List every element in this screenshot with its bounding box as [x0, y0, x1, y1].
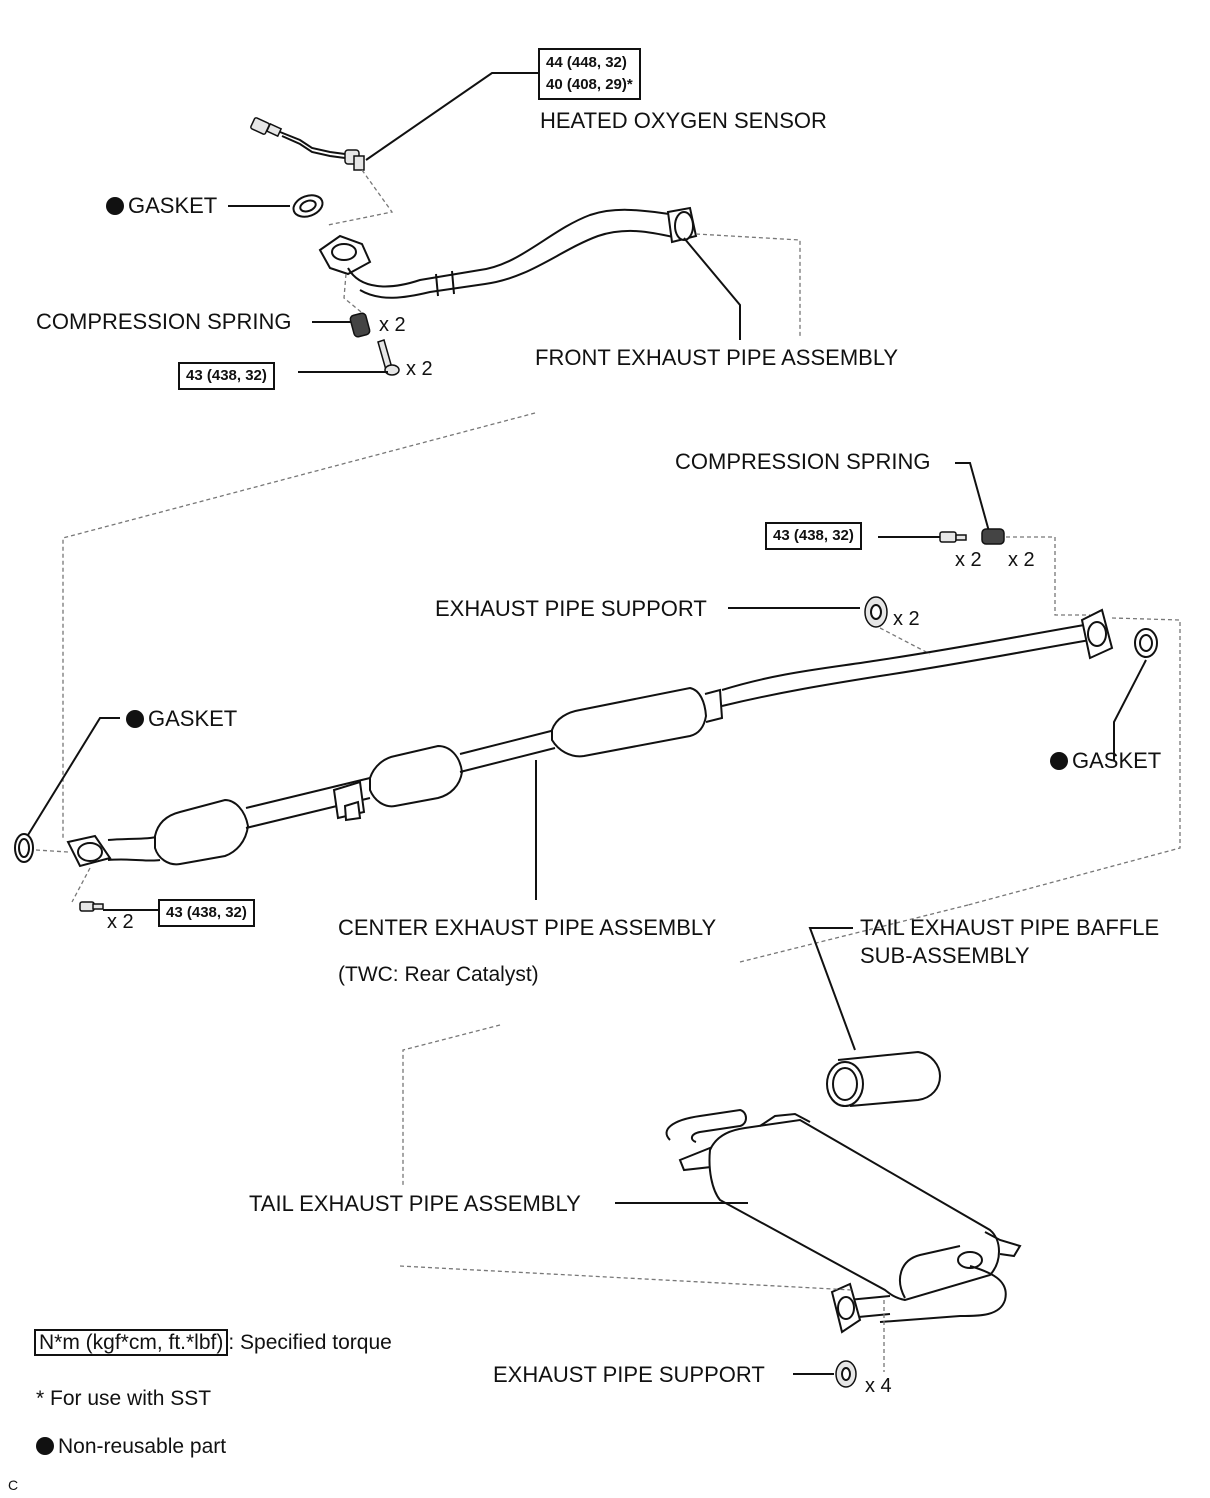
label-compression-spring-front: COMPRESSION SPRING — [36, 309, 292, 334]
qty-support-center: x 2 — [893, 608, 920, 630]
exhaust-pipe-support-center — [864, 596, 888, 628]
gasket-upper — [292, 194, 324, 218]
label-gasket-center-front: GASKET — [126, 706, 237, 732]
label-tail-exhaust-pipe: TAIL EXHAUST PIPE ASSEMBLY — [249, 1191, 581, 1216]
label-center-exhaust-pipe: CENTER EXHAUST PIPE ASSEMBLY — [338, 915, 717, 940]
legend-torque-box: N*m (kgf*cm, ft.*lbf) — [34, 1329, 229, 1356]
front-exhaust-pipe — [318, 206, 698, 299]
label-heated-oxygen-sensor: HEATED OXYGEN SENSOR — [540, 108, 827, 133]
bolt-center — [939, 531, 967, 543]
torque-center-spring-bolt: 43 (438, 32) — [765, 522, 862, 550]
label-gasket-center-front-text: GASKET — [148, 706, 238, 731]
label-exhaust-pipe-support-center: EXHAUST PIPE SUPPORT — [435, 596, 707, 621]
exhaust-pipe-support-tail — [835, 1360, 857, 1388]
qty-spring-center: x 2 — [1008, 549, 1035, 571]
gasket-center-front — [14, 833, 34, 863]
non-reusable-dot-icon — [36, 1437, 54, 1455]
label-baffle-line1: TAIL EXHAUST PIPE BAFFLE — [860, 915, 1160, 940]
corner-mark: C — [8, 1477, 19, 1493]
gasket-center-rear — [1134, 628, 1158, 658]
legend-torque-desc: : Specified torque — [228, 1331, 392, 1354]
qty-bolt-center: x 2 — [955, 549, 982, 571]
legend-non-reusable: Non-reusable part — [36, 1434, 226, 1460]
label-twc-note: (TWC: Rear Catalyst) — [338, 963, 539, 986]
label-baffle-line2: SUB-ASSEMBLY — [860, 943, 1030, 968]
tail-exhaust-pipe — [665, 1108, 1022, 1334]
label-gasket-upper: GASKET — [106, 193, 217, 219]
bolt-front — [377, 339, 400, 376]
heated-oxygen-sensor — [250, 117, 365, 171]
center-exhaust-pipe — [66, 608, 1114, 868]
label-front-exhaust-pipe: FRONT EXHAUST PIPE ASSEMBLY — [535, 345, 899, 370]
bolt-center-front — [79, 901, 104, 912]
non-reusable-dot-icon — [126, 710, 144, 728]
label-gasket-center-rear: GASKET — [1050, 748, 1161, 774]
torque-sensor: 44 (448, 32) 40 (408, 29)* — [538, 48, 641, 100]
label-compression-spring-center: COMPRESSION SPRING — [675, 449, 931, 474]
qty-bolt-front: x 2 — [406, 358, 433, 380]
qty-support-tail: x 4 — [865, 1375, 892, 1397]
compression-spring-center — [981, 528, 1005, 545]
label-gasket-center-rear-text: GASKET — [1072, 748, 1162, 773]
qty-spring-front: x 2 — [379, 314, 406, 336]
non-reusable-dot-icon — [1050, 752, 1068, 770]
label-gasket-upper-text: GASKET — [128, 193, 218, 218]
legend-sst-note: * For use with SST — [36, 1387, 212, 1410]
non-reusable-dot-icon — [106, 197, 124, 215]
label-exhaust-pipe-support-tail: EXHAUST PIPE SUPPORT — [493, 1362, 765, 1387]
tail-baffle — [826, 1050, 942, 1107]
torque-center-front-bolt: 43 (438, 32) — [158, 899, 255, 927]
torque-sensor-line2: 40 (408, 29)* — [546, 76, 633, 93]
compression-spring-front — [349, 312, 371, 338]
legend-torque: N*m (kgf*cm, ft.*lbf): Specified torque — [34, 1329, 392, 1356]
legend-non-reusable-text: Non-reusable part — [58, 1435, 227, 1458]
qty-bolt-center-front: x 2 — [107, 911, 134, 933]
torque-sensor-line1: 44 (448, 32) — [546, 54, 627, 71]
torque-front-bolt: 43 (438, 32) — [178, 362, 275, 390]
